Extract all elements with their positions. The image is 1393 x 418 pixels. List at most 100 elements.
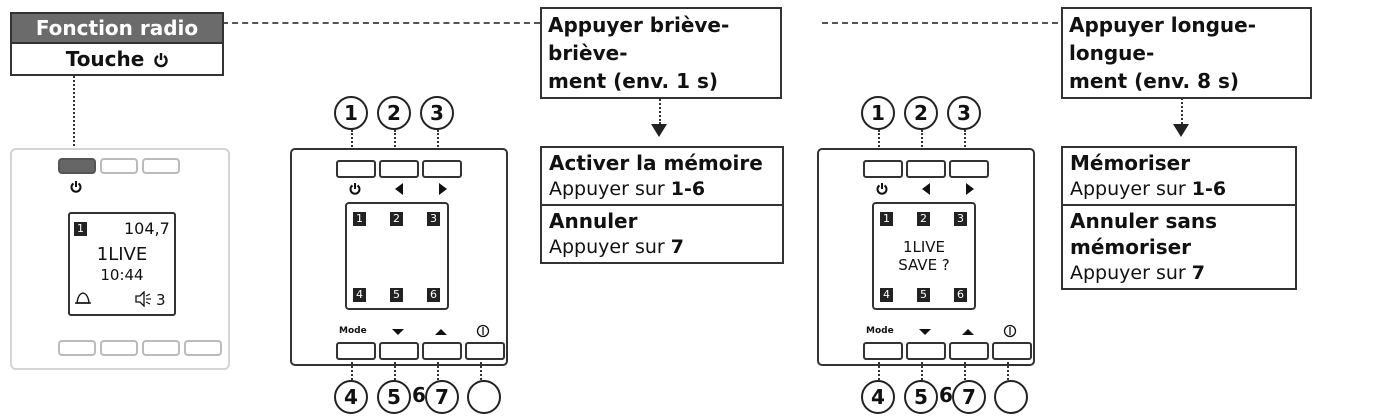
device-key[interactable] xyxy=(142,158,180,174)
actions-short-press: Activer la mémoire Appuyer sur 1-6 Annul… xyxy=(540,146,784,264)
key-2[interactable] xyxy=(379,160,419,178)
save-prefix: Appuyer sur xyxy=(1070,178,1192,200)
actions-long-press: Mémoriser Appuyer sur 1-6 Annuler sans m… xyxy=(1061,146,1297,290)
connector-line xyxy=(921,362,923,380)
activate-keys: 1-6 xyxy=(670,178,706,200)
key-down[interactable] xyxy=(906,342,946,360)
preset-5: 5 xyxy=(390,288,403,302)
title-box: Fonction radio Touche xyxy=(10,12,224,76)
connector-line xyxy=(222,22,540,24)
power-icon xyxy=(154,53,168,68)
preset-5: 5 xyxy=(917,288,930,302)
cancel-heading: Annuler xyxy=(549,209,638,233)
preset-4: 4 xyxy=(353,288,366,302)
preset-6: 6 xyxy=(954,288,967,302)
connector-line xyxy=(822,22,1058,24)
device-key[interactable] xyxy=(100,340,138,356)
power-icon xyxy=(70,181,82,193)
connector-line xyxy=(394,362,396,380)
key-power[interactable] xyxy=(465,342,505,360)
device-display: 1 2 3 4 5 6 xyxy=(345,202,449,310)
save-section: Mémoriser Appuyer sur 1-6 xyxy=(1063,148,1295,204)
arrow-left-icon xyxy=(922,183,930,195)
connector-line xyxy=(921,130,923,158)
key-3[interactable] xyxy=(949,160,989,178)
preset-3: 3 xyxy=(427,212,440,226)
key-down[interactable] xyxy=(379,342,419,360)
cancel-prefix: Appuyer sur xyxy=(1070,262,1192,284)
key-number-5: 5 xyxy=(904,380,938,414)
key-number-3: 3 xyxy=(947,96,981,130)
save-heading: Mémoriser xyxy=(1070,151,1191,175)
connector-line xyxy=(878,130,880,158)
key-power[interactable] xyxy=(992,342,1032,360)
arrow-down-icon xyxy=(1173,124,1189,137)
save-keys: 1-6 xyxy=(1191,178,1227,200)
key-2[interactable] xyxy=(906,160,946,178)
cancel-section: Annuler Appuyer sur 7 xyxy=(542,204,782,262)
cancel-heading-line2: mémoriser xyxy=(1070,235,1192,259)
key-number-7: 7 xyxy=(425,380,459,414)
key-number-4: 4 xyxy=(861,380,895,414)
key-number-2: 2 xyxy=(904,96,938,130)
cancel-key: 7 xyxy=(670,236,684,258)
connector-line xyxy=(964,362,966,380)
key-up[interactable] xyxy=(422,342,462,360)
key-mode[interactable] xyxy=(336,342,376,360)
connector-line xyxy=(964,130,966,158)
key-number-1: 1 xyxy=(861,96,895,130)
connector-line xyxy=(394,130,396,158)
arrow-down-icon xyxy=(919,329,931,335)
key-number-5: 5 xyxy=(377,380,411,414)
activate-memory-section: Activer la mémoire Appuyer sur 1-6 xyxy=(542,148,782,204)
device-key[interactable] xyxy=(142,340,180,356)
speaker-icon xyxy=(135,291,151,307)
connector-line xyxy=(351,362,353,380)
cancel-heading-line1: Annuler sans xyxy=(1070,209,1217,233)
volume-level: 3 xyxy=(156,291,166,309)
callout-long-press: Appuyer longue-longue- ment (env. 8 s) xyxy=(1061,7,1312,99)
key-mode[interactable] xyxy=(863,342,903,360)
subtitle-text: Touche xyxy=(65,47,145,71)
key-number-4: 4 xyxy=(334,380,368,414)
key-number-6: 6 xyxy=(412,383,426,407)
arrow-right-icon xyxy=(439,183,447,195)
key-up[interactable] xyxy=(949,342,989,360)
key-number-1: 1 xyxy=(334,96,368,130)
arrow-down-icon xyxy=(651,124,667,137)
save-prompt: SAVE ? xyxy=(898,256,950,274)
device-display: 1 2 3 1LIVE SAVE ? 4 5 6 xyxy=(872,202,976,310)
preset-1: 1 xyxy=(353,212,366,226)
activate-heading: Activer la mémoire xyxy=(549,151,763,175)
subtitle: Touche xyxy=(12,42,222,74)
frequency: 104,7 xyxy=(124,219,170,238)
device-panel: 1 2 3 4 5 6 Mode xyxy=(290,148,508,366)
preset-badge: 1 xyxy=(74,222,87,236)
connector-line xyxy=(437,130,439,158)
key-number-blank xyxy=(994,380,1028,414)
device-display: 1 104,7 1LIVE 10:44 3 xyxy=(68,212,176,316)
callout-line: ment (env. 1 s) xyxy=(548,69,718,93)
connector-line xyxy=(1007,362,1009,380)
power-icon xyxy=(876,183,888,195)
device-key[interactable] xyxy=(58,340,96,356)
radio-key-active[interactable] xyxy=(58,158,96,174)
key-1[interactable] xyxy=(863,160,903,178)
preset-2: 2 xyxy=(390,212,403,226)
connector-line xyxy=(437,362,439,380)
key-1[interactable] xyxy=(336,160,376,178)
device-panel: 1 2 3 1LIVE SAVE ? 4 5 6 Mode xyxy=(817,148,1035,366)
device-key[interactable] xyxy=(184,340,222,356)
mode-label: Mode xyxy=(339,326,367,336)
arrow-up-icon xyxy=(962,329,974,335)
connector-line xyxy=(351,130,353,158)
page-title: Fonction radio xyxy=(12,14,222,42)
key-3[interactable] xyxy=(422,160,462,178)
key-number-6: 6 xyxy=(939,383,953,407)
clock-time: 10:44 xyxy=(100,266,144,284)
device-key[interactable] xyxy=(100,158,138,174)
activate-prefix: Appuyer sur xyxy=(549,178,671,200)
arrow-up-icon xyxy=(435,329,447,335)
power-icon xyxy=(476,324,490,338)
